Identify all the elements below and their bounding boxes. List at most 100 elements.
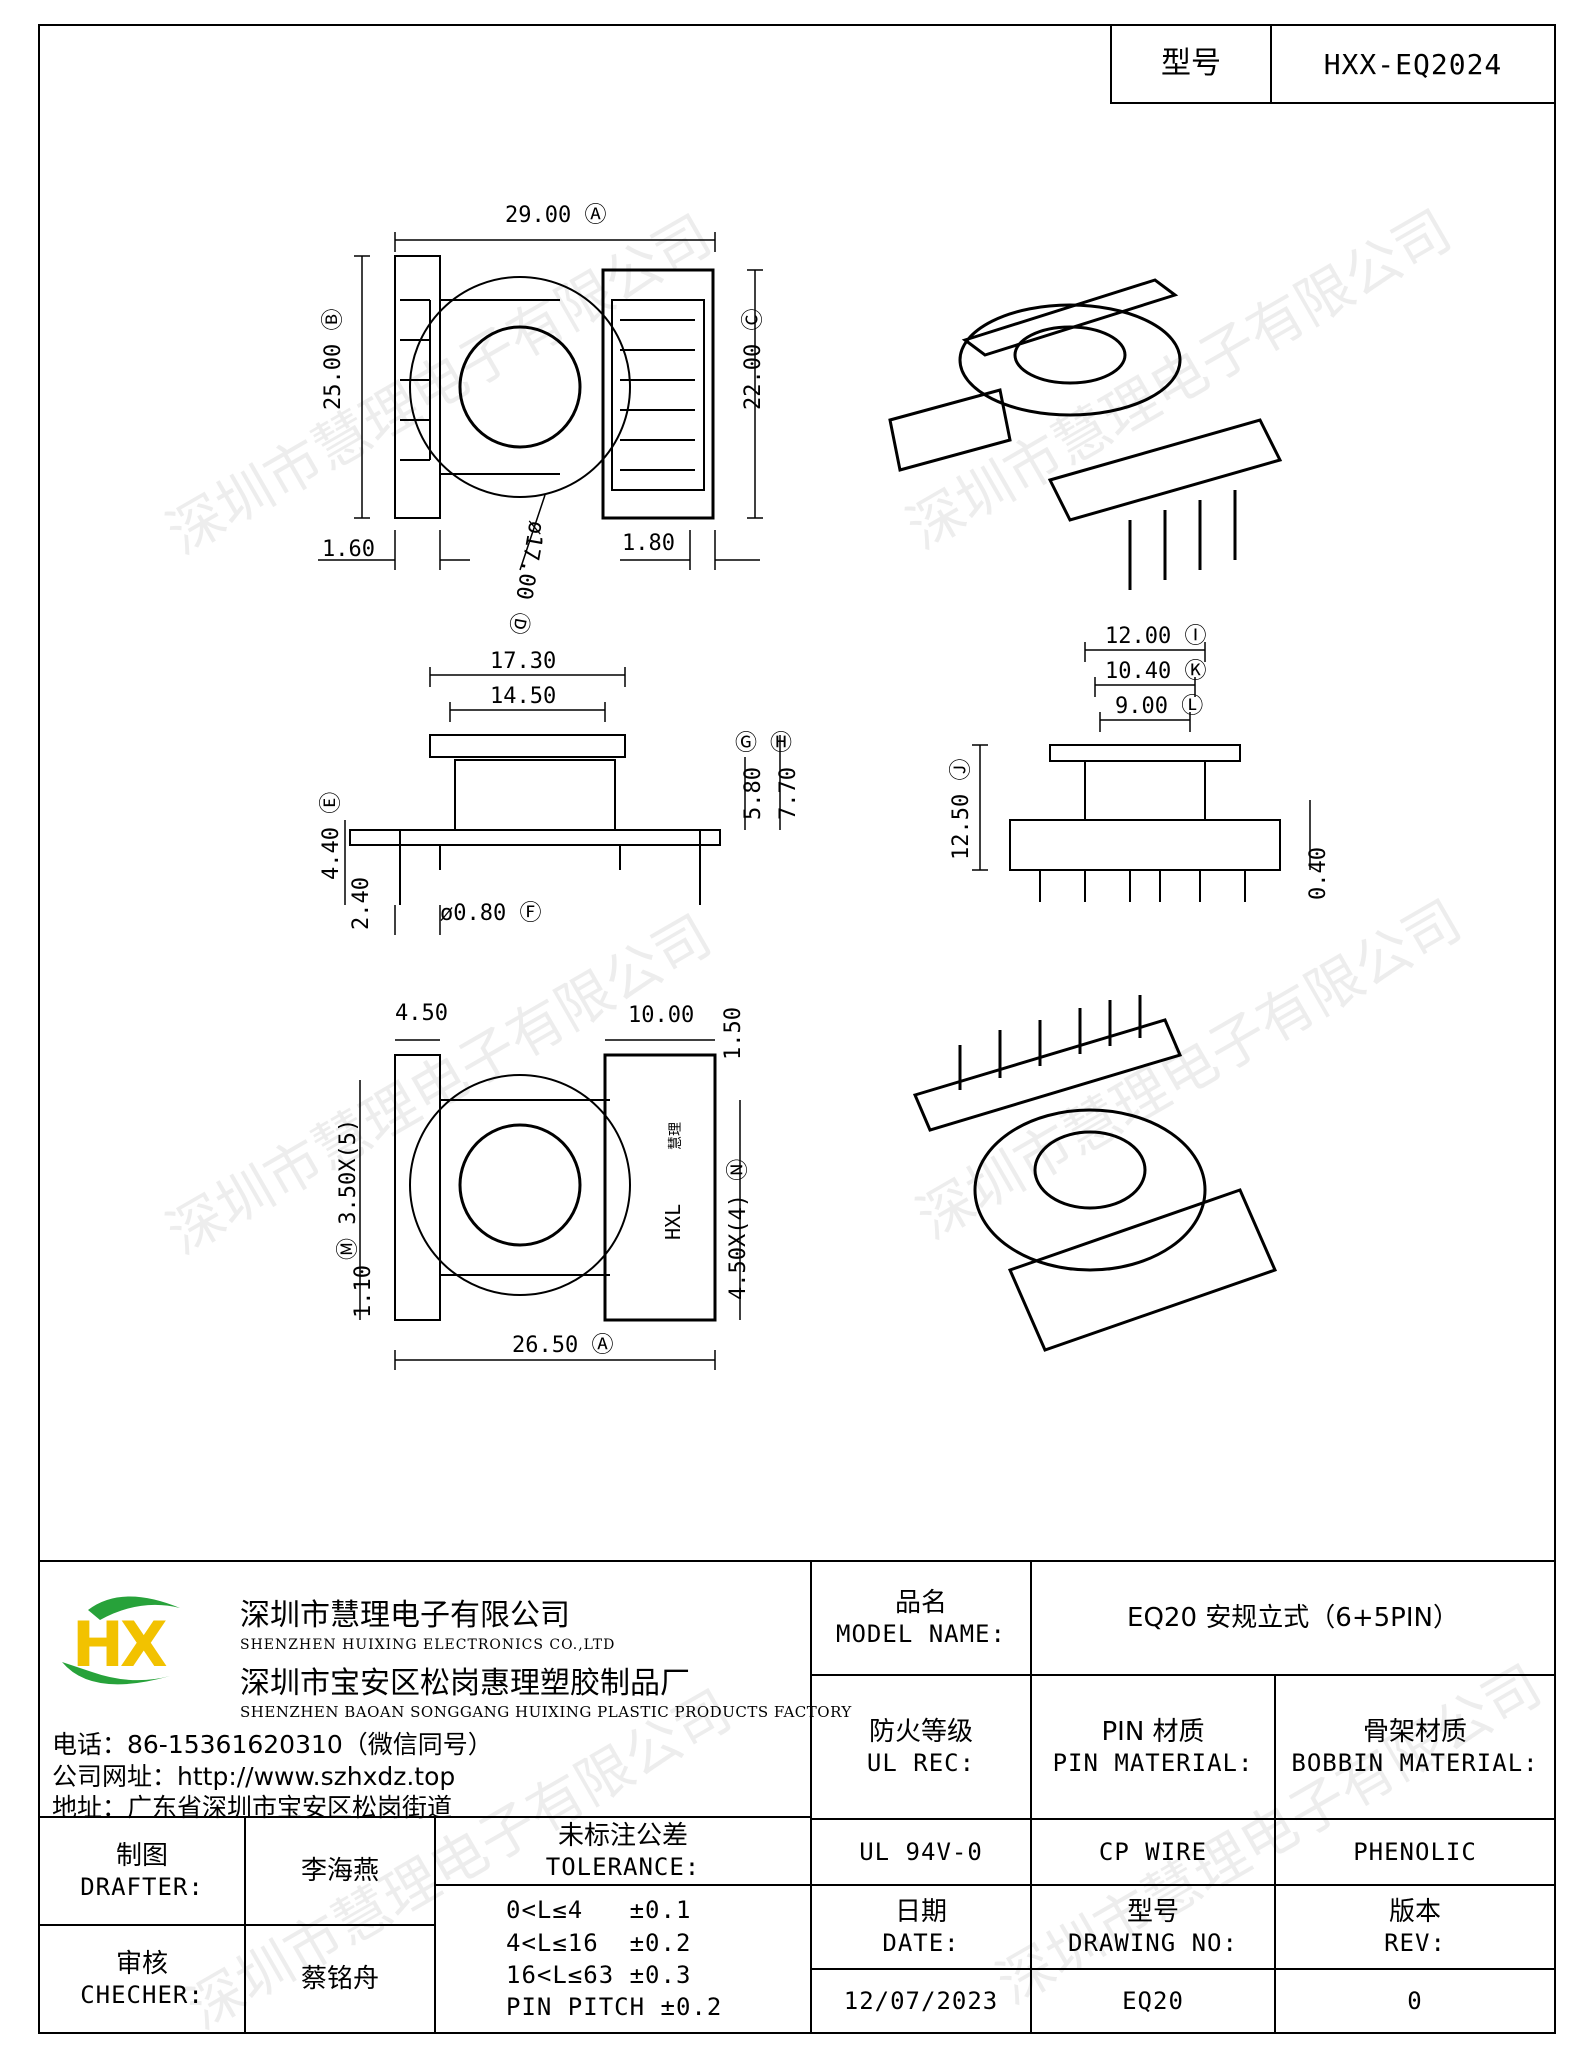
iso-ring xyxy=(958,303,1182,417)
isometric-view-top xyxy=(888,278,1283,590)
dim-right-flange: 1.80 xyxy=(622,531,675,556)
core-bridge xyxy=(440,299,560,475)
drawing-no-value-cell: EQ20 xyxy=(1030,1968,1276,2034)
dim-end-off: 0.40 xyxy=(1306,847,1331,900)
dim-line-side-outer xyxy=(429,667,626,687)
side-body xyxy=(454,759,616,831)
model-value-cell: HXX-EQ2024 xyxy=(1270,24,1556,104)
dim-right-height: 22.00 Ⓒ xyxy=(741,309,766,410)
dim-line-side-inner xyxy=(449,702,606,722)
pin-material-value-cell: CP WIRE xyxy=(1030,1818,1276,1886)
tolerance-values-cell: 0<L≤4 ±0.1 4<L≤16 ±0.2 16<L≤63 ±0.3 PIN … xyxy=(434,1884,812,2034)
dim-bottom-edge: 1.10 xyxy=(351,1265,376,1318)
dimension-line-top xyxy=(394,232,716,252)
date-value-cell: 12/07/2023 xyxy=(810,1968,1032,2034)
rev-value: 0 xyxy=(1407,1987,1423,2015)
center-bore xyxy=(458,325,582,449)
dim-marker-h: Ⓗ xyxy=(770,731,792,756)
model-value: HXX-EQ2024 xyxy=(1323,47,1503,81)
dim-line-side-pins xyxy=(344,820,441,935)
drawing-no-value: EQ20 xyxy=(1122,1987,1184,2015)
fire-rating-value-cell: UL 94V-0 xyxy=(810,1818,1032,1886)
dim-bottom-right-w: 10.00 xyxy=(628,1003,694,1028)
end-view xyxy=(972,642,1311,902)
factory-name-cn: 深圳市宝安区松岗惠理塑胶制品厂 xyxy=(240,1666,690,1701)
tolerance-label-cn: 未标注公差 xyxy=(557,1820,688,1851)
drafter-name-cell: 李海燕 xyxy=(244,1816,436,1926)
rev-label-en: REV: xyxy=(1384,1929,1446,1958)
drawing-no-label-cn: 型号 xyxy=(1126,1896,1179,1927)
right-flange xyxy=(601,268,715,520)
model-name-label-cn: 品名 xyxy=(894,1587,947,1618)
dim-side-outer: 17.30 xyxy=(490,649,556,674)
end-base xyxy=(1009,819,1281,871)
dim-side-h2: 7.70 xyxy=(776,767,801,820)
pin-material-value: CP WIRE xyxy=(1098,1838,1208,1866)
bottom-view xyxy=(359,1039,741,1370)
rev-label-cn: 版本 xyxy=(1388,1896,1441,1927)
dim-bottom-slot: 1.50 xyxy=(721,1007,746,1060)
tolerance-label-en: TOLERANCE: xyxy=(545,1853,701,1882)
dim-line-end-w1 xyxy=(1084,642,1206,662)
dim-end-w2: 10.40 Ⓚ xyxy=(1105,659,1206,684)
dim-pin-len: 2.40 xyxy=(349,877,374,930)
company-phone: 电话：86-15361620310（微信同号） xyxy=(52,1730,493,1759)
dim-end-h: 12.50 Ⓙ xyxy=(949,759,974,860)
model-label-cell: 型号 xyxy=(1110,24,1272,104)
checker-label-cell: 审核 CHECHER: xyxy=(38,1924,246,2034)
bottom-bore xyxy=(458,1123,582,1247)
dim-marker-g: Ⓖ xyxy=(735,731,757,756)
factory-name-en: SHENZHEN BAOAN SONGGANG HUIXING PLASTIC … xyxy=(240,1703,852,1721)
dim-end-w1: 12.00 Ⓘ xyxy=(1105,624,1206,649)
iso2-pins xyxy=(958,995,1142,1090)
tolerance-label-cell: 未标注公差 TOLERANCE: xyxy=(434,1816,812,1886)
dim-side-inner: 14.50 xyxy=(490,684,556,709)
company-logo: HX xyxy=(52,1590,220,1700)
dim-line-end-w3 xyxy=(1099,712,1191,732)
dim-top-width: 29.00 Ⓐ xyxy=(505,203,606,228)
dim-pin-dia: ø0.80 Ⓕ xyxy=(440,901,541,926)
model-name-label-cell: 品名 MODEL NAME: xyxy=(810,1560,1032,1676)
checker-name: 蔡铭舟 xyxy=(300,1963,379,1994)
iso-top-flange xyxy=(961,278,1179,357)
tolerance-row-4: PIN PITCH ±0.2 xyxy=(506,1993,723,2022)
company-website: 公司网址：http://www.szhxdz.top xyxy=(52,1762,456,1791)
dim-side-h1: 5.80 xyxy=(741,767,766,820)
dim-bottom-pitch-left: Ⓜ 3.50X(5) xyxy=(336,1119,361,1260)
date-value: 12/07/2023 xyxy=(843,1987,999,2015)
dim-line-end-h xyxy=(972,744,988,871)
bottom-right-flange xyxy=(603,1053,717,1322)
isometric-view-bottom xyxy=(912,995,1278,1352)
side-pins xyxy=(399,830,701,905)
bottom-ring xyxy=(409,1074,631,1296)
rev-value-cell: 0 xyxy=(1274,1968,1556,2034)
bobbin-material-label-cn: 骨架材质 xyxy=(1362,1716,1467,1747)
drafter-name: 李海燕 xyxy=(300,1855,379,1886)
bobbin-material-label-cell: 骨架材质 BOBBIN MATERIAL: xyxy=(1274,1674,1556,1820)
logo-swoosh-icon xyxy=(62,1596,180,1685)
iso-right-base xyxy=(1047,418,1283,522)
drawing-no-label-en: DRAWING NO: xyxy=(1068,1929,1238,1958)
rev-label-cell: 版本 REV: xyxy=(1274,1884,1556,1970)
mark-hxl: HXL xyxy=(661,1204,685,1240)
end-walls xyxy=(1084,761,1206,820)
drafter-label-en: DRAFTER: xyxy=(80,1873,204,1902)
pin-material-label-en: PIN MATERIAL: xyxy=(1052,1749,1254,1778)
dim-bottom-left-w: 4.50 xyxy=(395,1001,448,1026)
date-label-cn: 日期 xyxy=(894,1896,947,1927)
fire-rating-value: UL 94V-0 xyxy=(859,1838,983,1866)
side-view xyxy=(344,667,781,935)
model-name-value: EQ20 安规立式（6+5PIN） xyxy=(1127,1602,1459,1633)
bobbin-material-label-en: BOBBIN MATERIAL: xyxy=(1291,1749,1539,1778)
right-pin-slots xyxy=(611,299,705,491)
model-name-value-cell: EQ20 安规立式（6+5PIN） xyxy=(1030,1560,1556,1676)
end-pins xyxy=(1039,870,1246,902)
left-flange xyxy=(394,255,441,519)
fire-rating-label-cell: 防火等级 UL REC: xyxy=(810,1674,1032,1820)
leader-bore xyxy=(519,494,546,571)
company-name-en: SHENZHEN HUIXING ELECTRONICS CO.,LTD xyxy=(240,1637,616,1653)
dim-bore: ø17.00 Ⓓ xyxy=(504,519,549,636)
model-name-label-en: MODEL NAME: xyxy=(836,1620,1006,1649)
pin-material-label-cn: PIN 材质 xyxy=(1101,1716,1205,1747)
iso2-bore xyxy=(1033,1130,1147,1210)
